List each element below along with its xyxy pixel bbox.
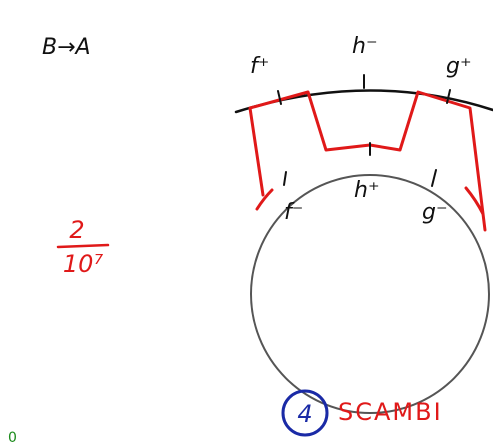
red-inner-arc-right [464,186,485,216]
tick-marks [277,74,451,187]
circled-number: 4 [297,400,312,428]
label-h-minus: h⁻ [352,34,378,59]
tick-g-plus [446,89,451,104]
scambi-text: SCAMBI [338,398,443,426]
label-f-minus: f⁻ [284,200,303,225]
label-g-minus: g⁻ [422,200,448,225]
red-segment-left [248,90,487,232]
corner-mark: 0 [8,430,17,442]
title: B→A [42,35,91,60]
inner-circle [250,174,490,414]
circled-number-ring [281,389,329,437]
label-f-plus: f⁺ [250,54,269,79]
fraction-numerator: 2 [69,216,84,244]
tick-f-plus [277,90,282,105]
red-inner-arc-left [255,188,274,211]
red-band-segments [248,90,487,232]
tick-f-minus [283,171,287,186]
label-g-plus: g⁺ [446,54,472,79]
fraction-denominator: 10⁷ [63,250,104,278]
label-h-plus: h⁺ [354,178,380,203]
tick-g-minus [431,169,437,187]
fraction-bar [56,243,110,249]
